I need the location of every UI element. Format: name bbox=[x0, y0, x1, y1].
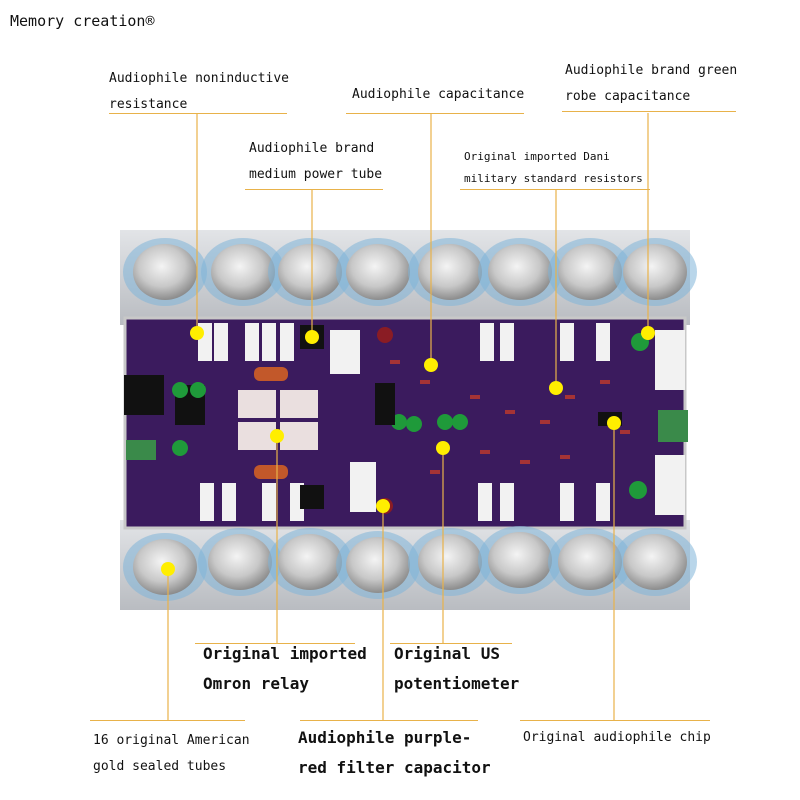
callout-line-2: red filter capacitor bbox=[298, 758, 491, 777]
marker-purple-red bbox=[376, 499, 390, 513]
marker-gold-tubes bbox=[161, 562, 175, 576]
underline-gold-tubes bbox=[90, 720, 245, 721]
terminal-blocks bbox=[124, 375, 688, 460]
callout-line-2: medium power tube bbox=[249, 167, 383, 182]
green-capacitors bbox=[172, 333, 649, 499]
callout-dani: Original imported Dani military standard… bbox=[464, 146, 643, 190]
callout-line-1: Original imported bbox=[203, 644, 367, 663]
marker-capacitance bbox=[424, 358, 438, 372]
callout-line-1: Audiophile brand bbox=[249, 141, 375, 156]
callout-line-1: Original audiophile chip bbox=[523, 730, 711, 745]
underline-noninductive bbox=[109, 113, 287, 114]
underline-green-robe bbox=[562, 111, 736, 112]
underline-chip bbox=[520, 720, 710, 721]
underline-power-tube bbox=[245, 189, 383, 190]
leader-lines bbox=[167, 113, 649, 720]
marker-us-pot bbox=[436, 441, 450, 455]
callout-line-2: potentiometer bbox=[394, 674, 520, 693]
underline-purple-red bbox=[300, 720, 478, 721]
callout-line-2: resistance bbox=[109, 97, 188, 112]
callout-green-robe: Audiophile brand green robe capacitance bbox=[565, 58, 737, 110]
marker-green-robe bbox=[641, 326, 655, 340]
callout-line-2: military standard resistors bbox=[464, 172, 643, 185]
marker-noninductive bbox=[190, 326, 204, 340]
top-resistors bbox=[198, 323, 685, 390]
marker-chip bbox=[607, 416, 621, 430]
underline-dani bbox=[460, 189, 650, 190]
callout-power-tube: Audiophile brand medium power tube bbox=[249, 136, 382, 188]
callout-gold-tubes: 16 original American gold sealed tubes bbox=[93, 728, 250, 780]
underline-omron bbox=[195, 643, 355, 644]
markers bbox=[161, 326, 655, 576]
callout-line-1: Audiophile purple- bbox=[298, 728, 472, 747]
underline-capacitance bbox=[346, 113, 524, 114]
callout-line-1: Audiophile noninductive bbox=[109, 71, 290, 86]
marker-omron bbox=[270, 429, 284, 443]
bottom-resistors bbox=[200, 455, 685, 521]
callout-chip: Original audiophile chip bbox=[523, 725, 711, 751]
callout-capacitance: Audiophile capacitance bbox=[352, 82, 524, 108]
center-heatsink bbox=[375, 383, 395, 425]
callout-line-1: Audiophile capacitance bbox=[352, 87, 525, 102]
relays bbox=[238, 390, 318, 450]
callout-line-1: Original imported Dani bbox=[464, 150, 610, 163]
inductors bbox=[254, 367, 288, 479]
callout-omron: Original imported Omron relay bbox=[203, 639, 367, 699]
callout-line-1: Audiophile brand green bbox=[565, 63, 738, 78]
marker-dani bbox=[549, 381, 563, 395]
callout-line-2: Omron relay bbox=[203, 674, 309, 693]
underline-us-pot bbox=[390, 643, 512, 644]
small-components bbox=[390, 360, 630, 474]
callout-us-pot: Original US potentiometer bbox=[394, 639, 519, 699]
callout-noninductive: Audiophile noninductive resistance bbox=[109, 66, 289, 118]
callout-line-1: Original US bbox=[394, 644, 500, 663]
callout-line-1: 16 original American bbox=[93, 733, 250, 748]
brand-watermark: Memory creation® bbox=[10, 12, 155, 30]
callout-purple-red: Audiophile purple- red filter capacitor bbox=[298, 723, 491, 783]
callout-line-2: robe capacitance bbox=[565, 89, 691, 104]
top-tubes bbox=[123, 238, 697, 306]
marker-power-tube bbox=[305, 330, 319, 344]
callout-line-2: gold sealed tubes bbox=[93, 759, 227, 774]
